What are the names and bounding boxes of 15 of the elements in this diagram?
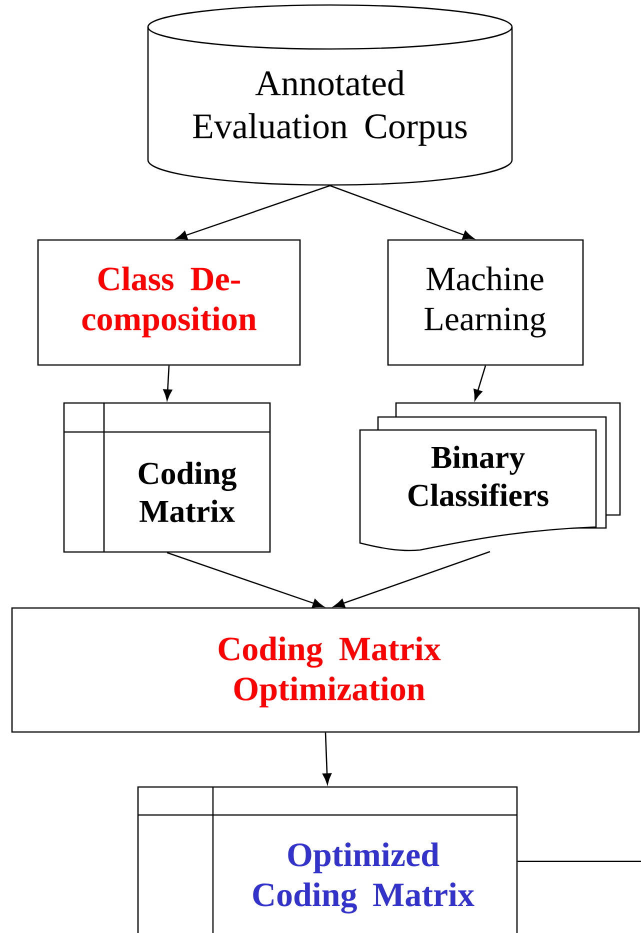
arrow bbox=[163, 366, 172, 400]
arrow bbox=[334, 551, 490, 608]
arrow bbox=[322, 732, 332, 784]
database-cylinder: Annotated Evaluation Corpus bbox=[147, 4, 513, 186]
document-stack: Binary Classifiers bbox=[359, 402, 621, 552]
connector-line bbox=[518, 860, 641, 862]
matrix-table: Coding Matrix bbox=[63, 402, 271, 553]
process-box: Class De-composition bbox=[37, 239, 301, 366]
process-box: Machine Learning bbox=[387, 239, 584, 366]
arrow bbox=[166, 552, 324, 608]
matrix-table: Optimized Coding Matrix bbox=[137, 786, 518, 933]
arrow bbox=[176, 185, 330, 240]
arrow bbox=[474, 365, 486, 400]
process-box: Coding Matrix Optimization bbox=[11, 607, 640, 733]
arrow bbox=[330, 185, 474, 240]
